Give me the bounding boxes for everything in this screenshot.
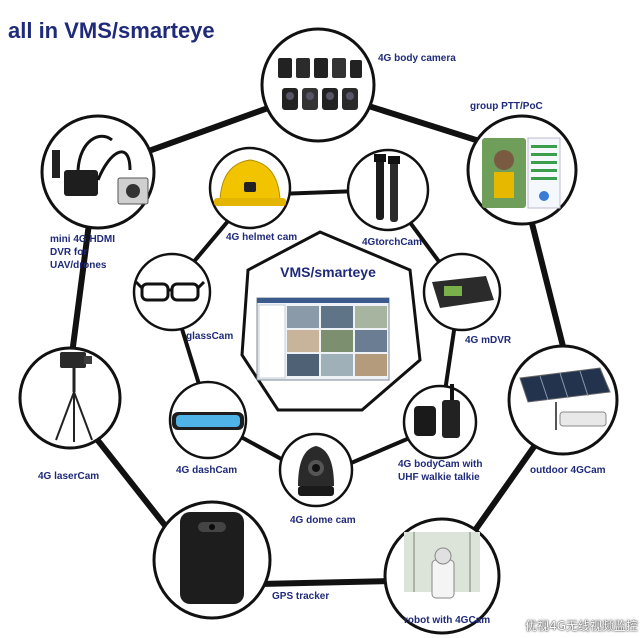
node-bodycam-walkie [402, 384, 478, 460]
node-glass-cam [132, 252, 212, 332]
dome-cam-icon [298, 446, 334, 496]
walkie-talkie-icon [414, 384, 460, 438]
helmet-icon [214, 159, 286, 206]
ptt-phone-icon [482, 137, 561, 209]
label-mini-hdmi-line2: DVR for [50, 247, 88, 258]
solar-camera-icon [519, 367, 611, 430]
label-bodycam-walkie: 4G bodyCam with UHF walkie talkie [398, 458, 482, 484]
label-robot: robot with 4GCam [404, 615, 491, 626]
label-laser-cam: 4G laserCam [38, 471, 100, 482]
label-torch-cam: 4GtorchCam [362, 237, 423, 248]
node-outdoor-4gcam [507, 344, 619, 456]
page-title: all in VMS/smarteye [8, 18, 215, 43]
mdvr-icon [432, 276, 494, 308]
watermark: 优视4G无线视频监控 [525, 619, 638, 633]
label-glass-cam: glassCam [186, 331, 234, 342]
node-mini-hdmi [40, 114, 156, 230]
vms-screenshot [256, 297, 390, 381]
node-dome-cam [278, 432, 354, 508]
dash-cam-icon [172, 412, 244, 430]
label-mdvr: 4G mDVR [465, 335, 512, 346]
robot-icon [404, 532, 480, 599]
laser-cam-tripod-icon [55, 352, 93, 442]
node-torch-cam [346, 148, 430, 232]
node-group-ptt [466, 114, 578, 226]
label-group-ptt: group PTT/PoC [470, 101, 543, 112]
label-outdoor-4gcam: outdoor 4GCam [530, 465, 606, 476]
label-bodycam-line1: 4G bodyCam with [398, 459, 483, 470]
node-laser-cam [18, 346, 122, 450]
label-mini-hdmi-line3: UAV/drones [50, 260, 107, 271]
node-gps-tracker [152, 500, 272, 620]
gps-tracker-icon [180, 512, 244, 604]
node-body-camera [260, 27, 376, 143]
node-mdvr [422, 252, 502, 332]
label-gps-tracker: GPS tracker [272, 591, 330, 602]
glasses-icon [134, 280, 206, 302]
center-label: VMS/smarteye [280, 264, 376, 280]
label-bodycam-line2: UHF walkie talkie [398, 472, 480, 483]
node-helmet-cam [208, 146, 292, 230]
label-dome-cam: 4G dome cam [290, 515, 356, 526]
label-body-camera: 4G body camera [378, 53, 456, 64]
label-helmet-cam: 4G helmet cam [226, 232, 298, 243]
node-robot [383, 517, 501, 635]
label-dash-cam: 4G dashCam [176, 465, 238, 476]
label-mini-hdmi-line1: mini 4G HDMI [50, 234, 116, 245]
torch-icon [374, 154, 400, 222]
body-camera-icon [278, 58, 362, 110]
node-dash-cam [168, 380, 248, 460]
hdmi-dvr-icon [52, 134, 149, 205]
label-mini-hdmi: mini 4G HDMI DVR for UAV/drones [50, 233, 115, 272]
